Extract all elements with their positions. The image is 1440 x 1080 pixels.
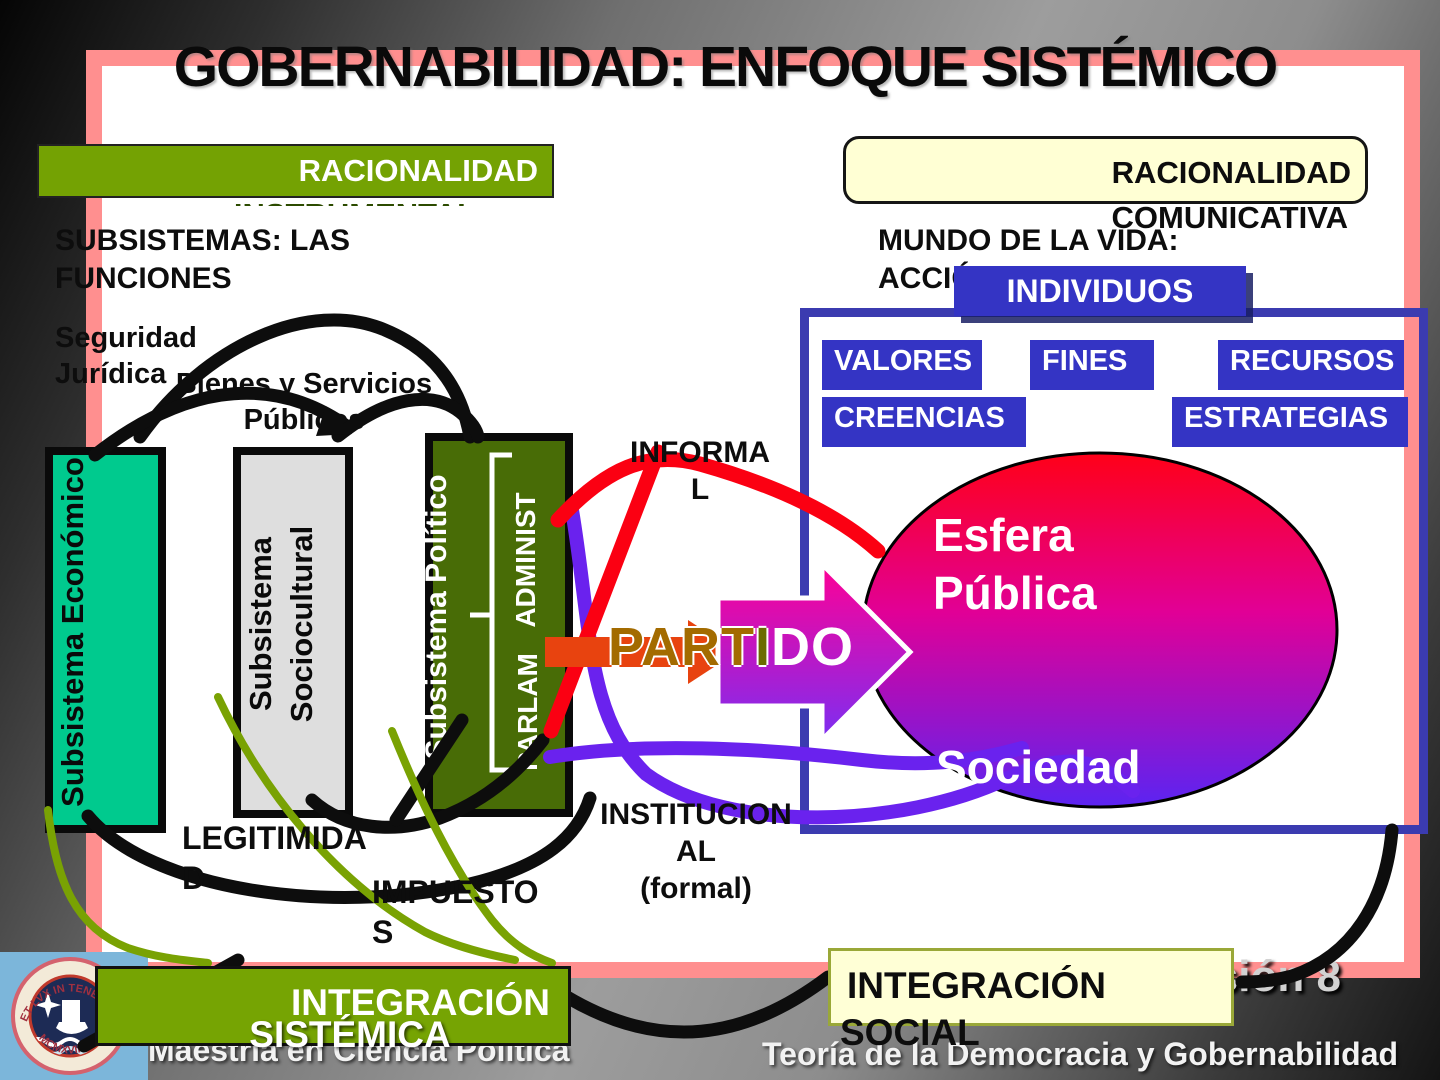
racionalidad-comunicativa-line1: RACIONALIDAD xyxy=(1111,155,1351,190)
partido-seg1: PART xyxy=(608,617,755,677)
estrategias-box: ESTRATEGIAS xyxy=(1172,397,1408,447)
sociedad-label: Sociedad xyxy=(936,741,1141,793)
valores-box: VALORES xyxy=(822,340,982,390)
partido-label: PARTIDO xyxy=(608,616,854,678)
partido-seg2: I xyxy=(755,617,772,677)
recursos-box: RECURSOS xyxy=(1218,340,1404,390)
racionalidad-comunicativa-line2: COMUNICATIVA xyxy=(1111,200,1349,235)
individuos-box: INDIVIDUOS xyxy=(954,266,1246,316)
integracion-social-line2: SOCIAL xyxy=(840,1012,980,1053)
subsistemas-funciones-label: SUBSISTEMAS: LAS FUNCIONES xyxy=(55,224,351,295)
integracion-social-line1: INTEGRACIÓN xyxy=(847,965,1106,1006)
creencias-box: CREENCIAS xyxy=(822,397,1026,447)
subsistema-economico-label: Subsistema Económico xyxy=(55,457,90,807)
slide-title: GOBERNABILIDAD: ENFOQUE SISTÉMICO xyxy=(173,35,1279,99)
institucional-formal-label: INSTITUCION AL (formal) xyxy=(600,798,792,905)
partido-seg3: DO xyxy=(771,617,855,677)
bienes-servicios-label: Bienes y Servicios Públicos xyxy=(175,368,433,436)
impuestos-label: IMPUESTO S xyxy=(372,874,539,950)
integracion-sistemica-line1: INTEGRACIÓN xyxy=(291,982,550,1023)
footer-course: Teoría de la Democracia y Gobernabilidad xyxy=(762,1036,1399,1072)
parlam-label: PARLAM xyxy=(512,653,543,771)
integracion-sistemica-line2: SISTÉMICA xyxy=(249,1014,451,1055)
integracion-social-box: INTEGRACIÓN xyxy=(828,948,1234,1026)
informal-label: INFORMA L xyxy=(630,436,770,506)
subsistema-politico-label: Subsistema Político xyxy=(420,474,453,760)
ship-sail-icon xyxy=(62,1000,80,1022)
racionalidad-instrumental-box: RACIONALIDAD xyxy=(37,144,554,198)
racionalidad-comunicativa-box: RACIONALIDAD xyxy=(843,136,1368,204)
star-icon xyxy=(35,992,61,1018)
mundo-de-la-vida-label: MUNDO DE LA VIDA: ACCIÓN xyxy=(878,224,1179,295)
esfera-publica-label: Esfera Pública xyxy=(933,509,1097,619)
subsistema-sociocultural-label: Subsistema Sociocultural xyxy=(243,525,319,723)
fines-box: FINES xyxy=(1030,340,1154,390)
racionalidad-instrumental-line2-clipped: INSTRUMENTAL xyxy=(200,197,510,206)
racionalidad-instrumental-line1: RACIONALIDAD xyxy=(298,153,538,188)
